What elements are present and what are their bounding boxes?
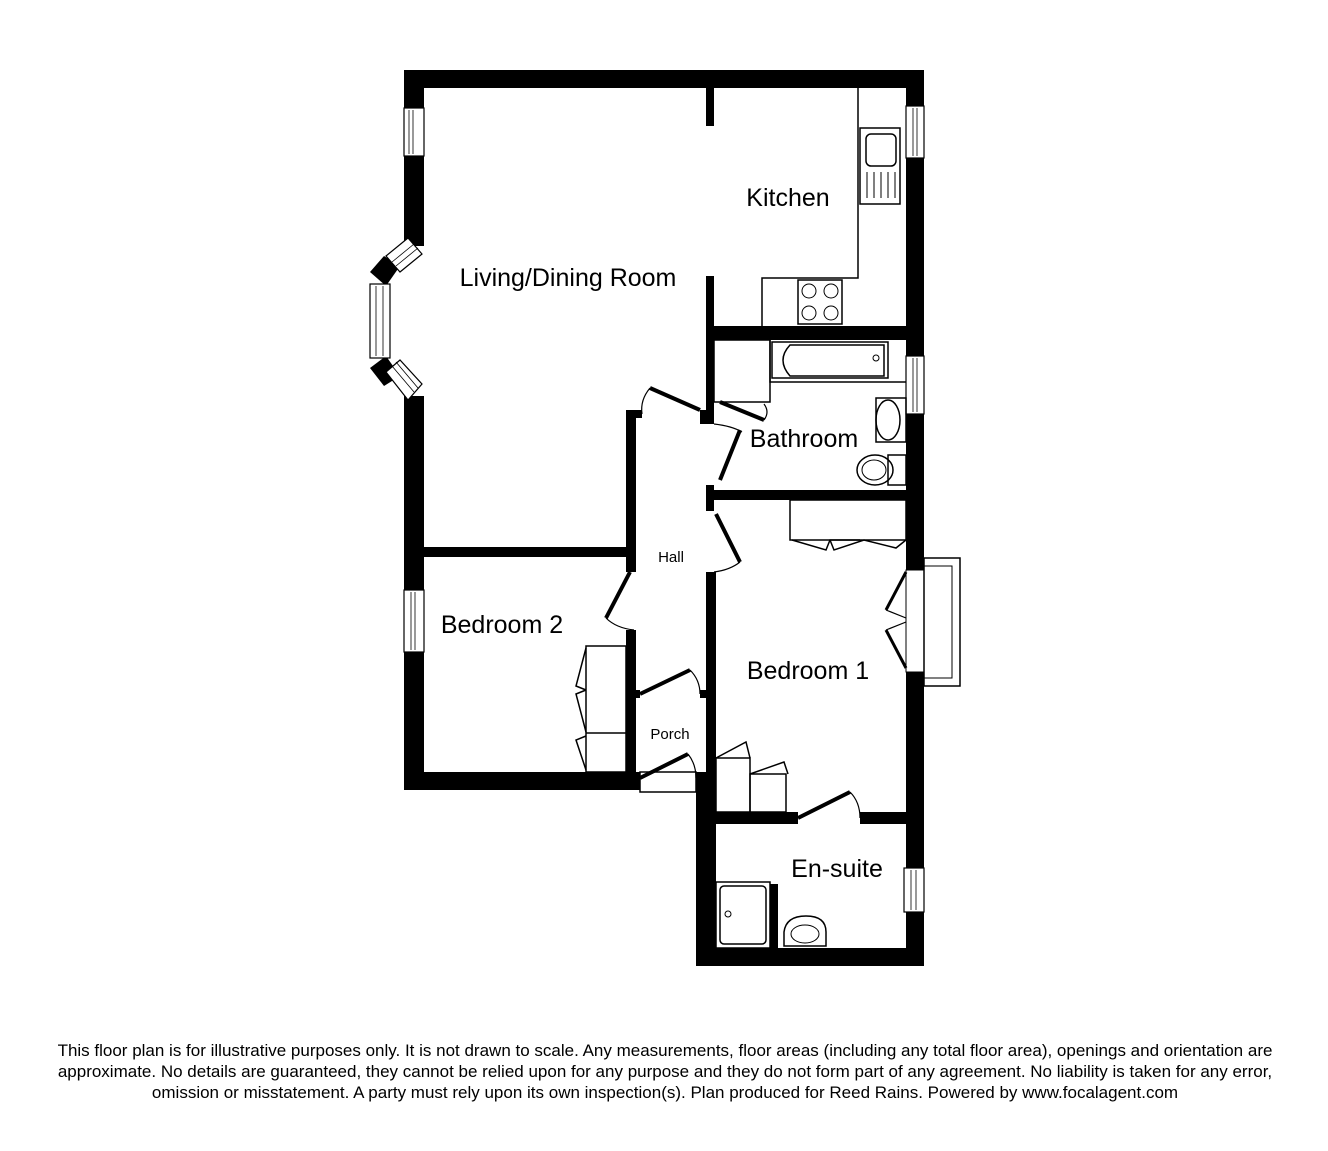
walls — [370, 70, 924, 966]
toilet-icon — [783, 915, 827, 947]
room-label-porch: Porch — [650, 726, 689, 743]
ensuite-fittings — [715, 881, 827, 949]
room-label-hall: Hall — [658, 549, 684, 566]
doors — [604, 386, 861, 820]
wardrobes — [575, 499, 908, 813]
room-label-ensuite: En-suite — [791, 855, 883, 883]
shower-icon — [715, 881, 771, 949]
room-labels: Living/Dining Room Kitchen Bathroom Hall… — [441, 184, 883, 883]
basin-icon — [875, 397, 907, 443]
room-label-living-dining: Living/Dining Room — [460, 264, 677, 292]
room-label-bathroom: Bathroom — [750, 425, 858, 453]
sink-icon — [859, 127, 901, 205]
floor-plan: Living/Dining Room Kitchen Bathroom Hall… — [369, 70, 961, 966]
room-label-bedroom-1: Bedroom 1 — [747, 657, 869, 685]
hob-icon — [797, 279, 843, 325]
bath-icon — [771, 341, 889, 379]
toilet-icon — [856, 454, 907, 486]
disclaimer-text: This floor plan is for illustrative purp… — [57, 1041, 1273, 1102]
room-label-bedroom-2: Bedroom 2 — [441, 611, 563, 639]
room-label-kitchen: Kitchen — [746, 184, 829, 212]
kitchen-fittings — [761, 88, 901, 326]
bathroom-fittings — [713, 339, 907, 486]
windows — [369, 105, 961, 913]
